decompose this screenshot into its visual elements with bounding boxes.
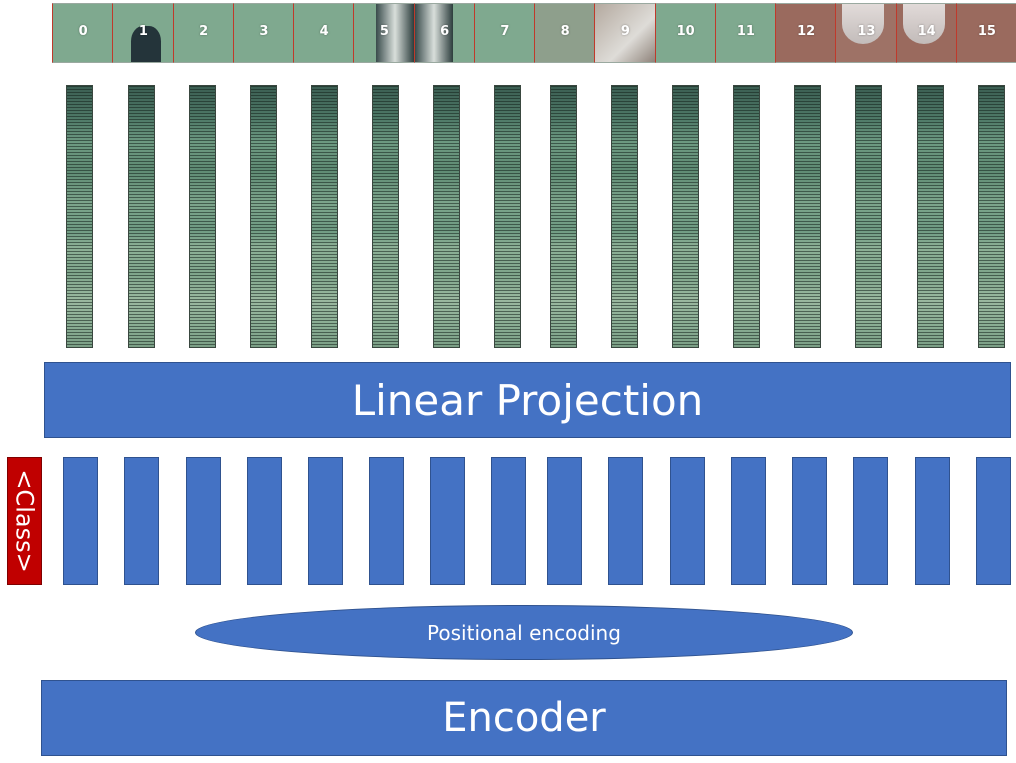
image-patch: 7 xyxy=(473,3,535,63)
flattened-patch-vector xyxy=(794,85,821,348)
patch-embedding-token xyxy=(731,457,766,585)
patch-index-label: 13 xyxy=(857,24,876,39)
image-patch: 10 xyxy=(654,3,716,63)
patch-index-label: 14 xyxy=(917,24,936,39)
patch-embedding-token xyxy=(547,457,582,585)
patch-index-label: 5 xyxy=(379,24,389,39)
patch-embedding-token xyxy=(792,457,827,585)
patch-embedding-token xyxy=(976,457,1011,585)
patch-embedding-token xyxy=(369,457,404,585)
image-patch: 3 xyxy=(232,3,294,63)
image-patch: 12 xyxy=(775,3,837,63)
encoder-block: Encoder xyxy=(41,680,1007,756)
flattened-patch-vector xyxy=(128,85,155,348)
patch-index-label: 0 xyxy=(78,24,88,39)
patch-embedding-token xyxy=(63,457,98,585)
flattened-patch-vector xyxy=(189,85,216,348)
patch-index-label: 6 xyxy=(440,24,450,39)
flattened-patch-vector xyxy=(917,85,944,348)
patch-embedding-token xyxy=(247,457,282,585)
patch-embedding-token xyxy=(124,457,159,585)
class-token: <Class> xyxy=(7,457,42,585)
patch-embedding-token xyxy=(670,457,705,585)
flattened-patch-vector xyxy=(311,85,338,348)
linear-projection-block: Linear Projection xyxy=(44,362,1011,438)
flattened-patch-vector xyxy=(550,85,577,348)
patch-index-label: 12 xyxy=(797,24,816,39)
flattened-patch-vector xyxy=(66,85,93,348)
image-patch: 9 xyxy=(594,3,656,63)
image-patch: 6 xyxy=(413,3,475,63)
patch-embedding-token xyxy=(608,457,643,585)
patch-index-label: 8 xyxy=(560,24,570,39)
patch-index-label: 11 xyxy=(736,24,755,39)
image-patch: 15 xyxy=(955,3,1016,63)
patch-index-label: 7 xyxy=(500,24,510,39)
positional-encoding-ellipse: Positional encoding xyxy=(195,605,853,660)
image-patch: 8 xyxy=(534,3,596,63)
image-patch: 5 xyxy=(353,3,415,63)
image-patch: 13 xyxy=(835,3,897,63)
flattened-patch-vector xyxy=(978,85,1005,348)
flattened-patch-vector xyxy=(855,85,882,348)
patch-embedding-token xyxy=(915,457,950,585)
patch-index-label: 9 xyxy=(620,24,630,39)
image-patch: 0 xyxy=(52,3,114,63)
flattened-patch-vector xyxy=(494,85,521,348)
image-patch: 1 xyxy=(112,3,174,63)
patch-embedding-token xyxy=(853,457,888,585)
patch-index-label: 3 xyxy=(259,24,269,39)
encoder-label: Encoder xyxy=(442,695,606,741)
patch-index-label: 10 xyxy=(676,24,695,39)
linear-projection-label: Linear Projection xyxy=(351,375,704,425)
patch-embedding-token xyxy=(491,457,526,585)
image-patch: 11 xyxy=(714,3,776,63)
flattened-patch-vector xyxy=(250,85,277,348)
flattened-patch-vector xyxy=(611,85,638,348)
image-patch: 4 xyxy=(293,3,355,63)
image-patch: 2 xyxy=(172,3,234,63)
flattened-patch-vector xyxy=(733,85,760,348)
patch-index-label: 1 xyxy=(138,24,148,39)
class-token-label: <Class> xyxy=(10,469,39,573)
patch-index-label: 15 xyxy=(977,24,996,39)
positional-encoding-label: Positional encoding xyxy=(427,620,621,645)
patch-index-label: 4 xyxy=(319,24,329,39)
patch-index-label: 2 xyxy=(199,24,209,39)
flattened-patch-vector xyxy=(372,85,399,348)
patch-embedding-token xyxy=(186,457,221,585)
image-patch: 14 xyxy=(895,3,957,63)
flattened-patch-vector xyxy=(672,85,699,348)
flattened-patch-vector xyxy=(433,85,460,348)
patch-embedding-token xyxy=(430,457,465,585)
patch-embedding-token xyxy=(308,457,343,585)
